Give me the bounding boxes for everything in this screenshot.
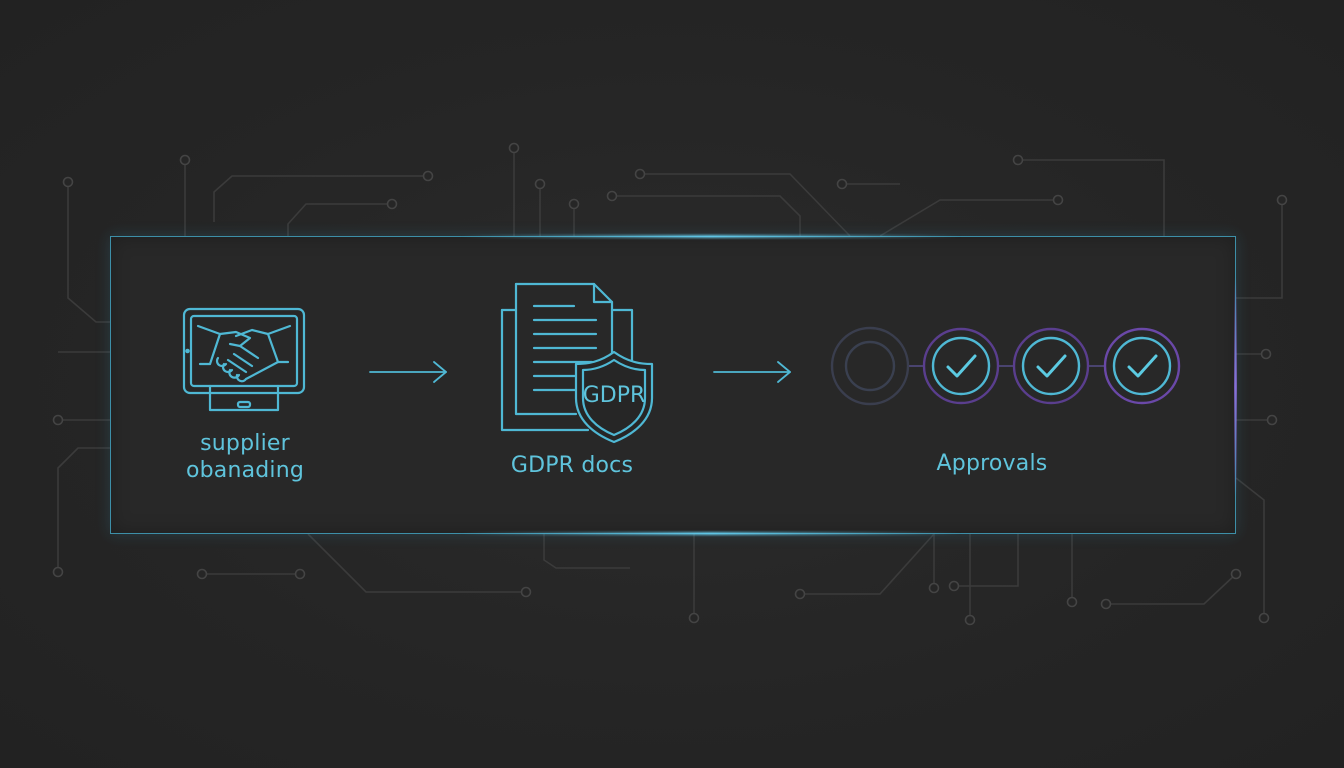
process-panel (110, 235, 1237, 535)
approval-checks-icon (830, 326, 1181, 406)
panel-glow-right (1234, 277, 1237, 497)
step-label-approvals: Approvals (936, 451, 1048, 476)
gdpr-shield-text: GDPR (583, 383, 646, 408)
handshake-tablet-icon (182, 307, 306, 412)
gdpr-document-shield-icon: GDPR (500, 282, 654, 444)
panel-glow-bottom (461, 532, 961, 535)
approval-check-icon (1012, 327, 1090, 405)
step-label-line2: obanading (185, 458, 305, 483)
approval-pending-circle (830, 326, 910, 406)
panel-glow-top (461, 235, 961, 238)
arrow-right-icon (713, 361, 791, 383)
approval-check-icon (922, 327, 1000, 405)
step-label-gdpr-docs: GDPR docs (510, 453, 634, 478)
step-label-supplier: supplier obanading (170, 430, 320, 484)
arrow-right-icon (369, 361, 447, 383)
step-label-line1: supplier (200, 431, 290, 456)
approval-check-icon (1103, 327, 1181, 405)
